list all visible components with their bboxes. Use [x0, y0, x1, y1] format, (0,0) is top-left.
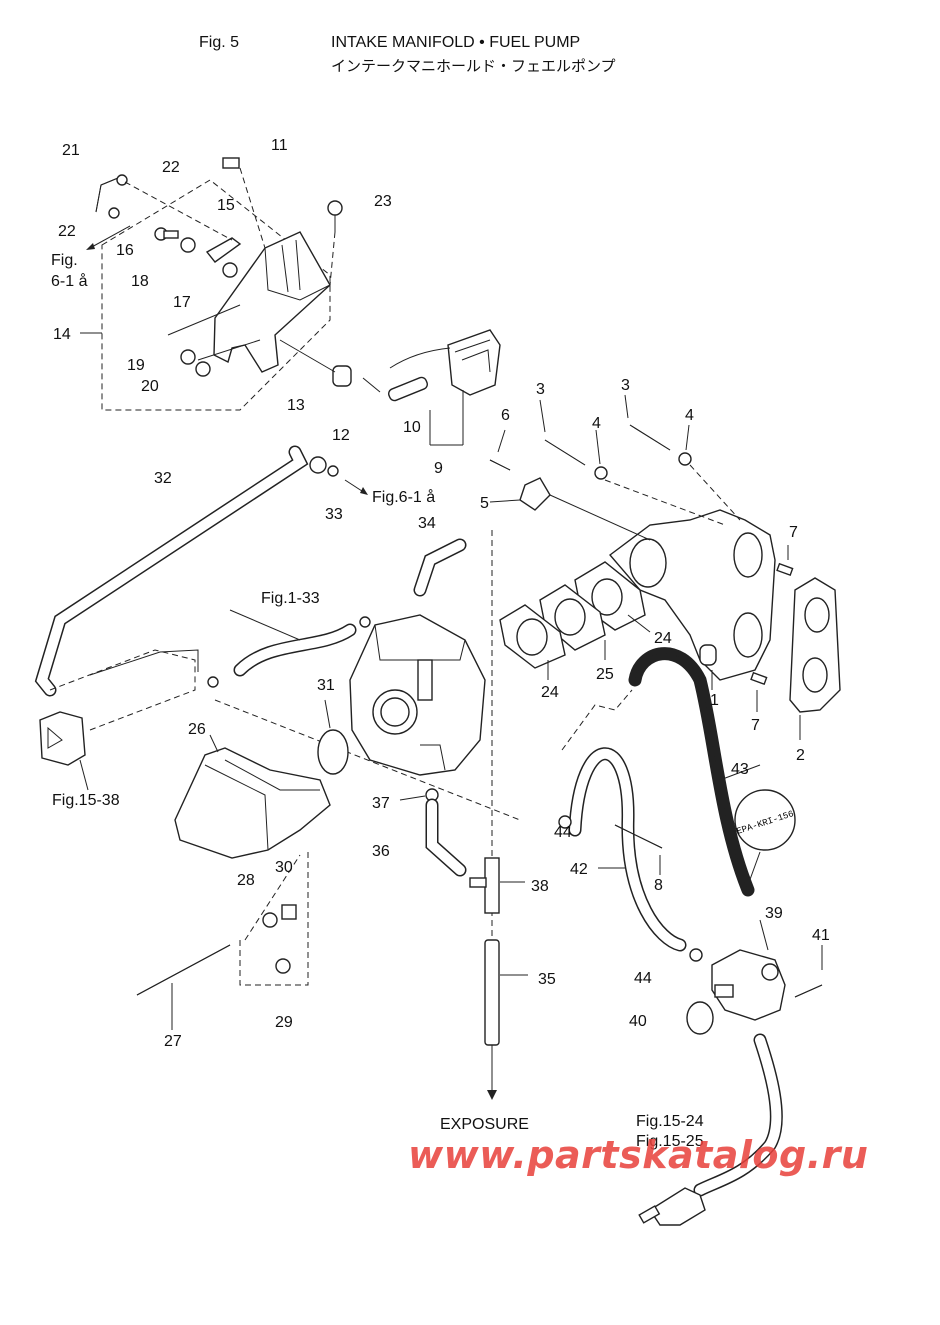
callout-24b: 24 — [541, 684, 559, 701]
callout-38: 38 — [531, 878, 549, 895]
callout-16: 16 — [116, 242, 134, 259]
callout-4b: 4 — [685, 407, 694, 424]
callout-36: 36 — [372, 843, 390, 860]
pin-12 — [362, 377, 381, 393]
callout-22a: 22 — [162, 159, 180, 176]
ref-fig-6-1a-line1: Fig. — [51, 252, 78, 269]
callout-35: 35 — [538, 971, 556, 988]
ref-fig-15-25: Fig.15-25 — [636, 1133, 704, 1150]
callout-23: 23 — [374, 193, 392, 210]
clamp-5 — [519, 477, 551, 511]
callout-7b: 7 — [751, 717, 760, 734]
callout-27: 27 — [164, 1033, 182, 1050]
ref-fig-15-38: Fig.15-38 — [52, 792, 120, 809]
callout-42: 42 — [570, 861, 588, 878]
callout-33: 33 — [325, 506, 343, 523]
grip-handle — [39, 711, 86, 766]
screw-23 — [327, 200, 343, 216]
clamp-44-upper — [558, 815, 572, 829]
ref-fig-15-24: Fig.15-24 — [636, 1113, 704, 1130]
callout-1: 1 — [710, 692, 719, 709]
callout-19: 19 — [127, 357, 145, 374]
callout-44a: 44 — [554, 824, 572, 841]
callout-4a: 4 — [592, 415, 601, 432]
callout-17: 17 — [173, 294, 191, 311]
callout-34: 34 — [418, 515, 436, 532]
bolt-11 — [222, 157, 240, 169]
clip-22-top — [116, 174, 128, 186]
callout-29: 29 — [275, 1014, 293, 1031]
callout-11: 11 — [271, 137, 288, 154]
ref-fig-6-1a-b: Fig.6-1 å — [372, 488, 435, 506]
callout-8: 8 — [654, 877, 663, 894]
callout-31: 31 — [317, 677, 335, 694]
callout-26: 26 — [188, 721, 206, 738]
ref-exposure: EXPOSURE — [440, 1116, 529, 1133]
callout-13: 13 — [287, 397, 305, 414]
callout-18: 18 — [131, 273, 149, 290]
callout-21: 21 — [62, 142, 80, 159]
clip-15 — [205, 237, 242, 263]
nut-20 — [195, 361, 211, 377]
hose-35 — [484, 939, 500, 1046]
washer-18 — [180, 237, 196, 253]
callout-44b: 44 — [634, 970, 652, 987]
ref-fig-6-1a-line2: 6-1 å — [51, 272, 88, 290]
callout-3a: 3 — [536, 381, 545, 398]
callout-2: 2 — [796, 747, 805, 764]
washer-17 — [222, 262, 238, 278]
callout-10: 10 — [403, 419, 421, 436]
callout-3b: 3 — [621, 377, 630, 394]
callout-6: 6 — [501, 407, 510, 424]
fuel-connector — [649, 1187, 706, 1226]
washer-28 — [262, 912, 278, 928]
callout-43: 43 — [731, 761, 749, 778]
page-title: INTAKE MANIFOLD • FUEL PUMP — [331, 34, 581, 51]
washer-19 — [180, 349, 196, 365]
callout-20: 20 — [141, 378, 159, 395]
callout-30: 30 — [275, 859, 293, 876]
clip-22-bottom — [108, 207, 120, 219]
clip-33 — [309, 456, 327, 474]
callout-7a: 7 — [789, 524, 798, 541]
washer-4-left — [594, 466, 608, 480]
callout-40: 40 — [629, 1013, 647, 1030]
callout-25: 25 — [596, 666, 614, 683]
callout-5: 5 — [480, 495, 489, 512]
ref-fig-1-33: Fig.1-33 — [261, 590, 320, 607]
callout-14: 14 — [53, 326, 71, 343]
o-ring-31 — [317, 729, 349, 775]
clamp-44-lower — [689, 948, 703, 962]
collar-30 — [281, 904, 297, 920]
o-ring-40 — [686, 1001, 714, 1035]
bushing-13 — [332, 365, 352, 387]
air-silencer-26 — [174, 747, 331, 859]
group-14-boundary — [101, 179, 331, 411]
epa-tag — [734, 789, 796, 851]
watermark: www.partskatalog.ru — [408, 1133, 869, 1177]
figure-number: Fig. 5 — [199, 34, 240, 51]
solenoid-10 — [447, 329, 501, 396]
pin-7-lower — [750, 671, 768, 686]
washer-4-right — [678, 452, 692, 466]
callout-39: 39 — [765, 905, 783, 922]
callout-12: 12 — [332, 427, 350, 444]
callout-41: 41 — [812, 927, 830, 944]
page-title-japanese: インテークマニホールド・フェエルポンプ — [331, 57, 616, 75]
callout-22b: 22 — [58, 223, 76, 240]
pin-7-upper — [776, 562, 794, 577]
callout-28: 28 — [237, 872, 255, 889]
bolt-29 — [275, 958, 291, 974]
callout-32: 32 — [154, 470, 172, 487]
callout-9: 9 — [434, 460, 443, 477]
callout-24a: 24 — [654, 630, 672, 647]
t-joint-38 — [484, 857, 500, 914]
bracket-plate — [213, 231, 331, 373]
callout-37: 37 — [372, 795, 390, 812]
callout-15: 15 — [217, 197, 235, 214]
